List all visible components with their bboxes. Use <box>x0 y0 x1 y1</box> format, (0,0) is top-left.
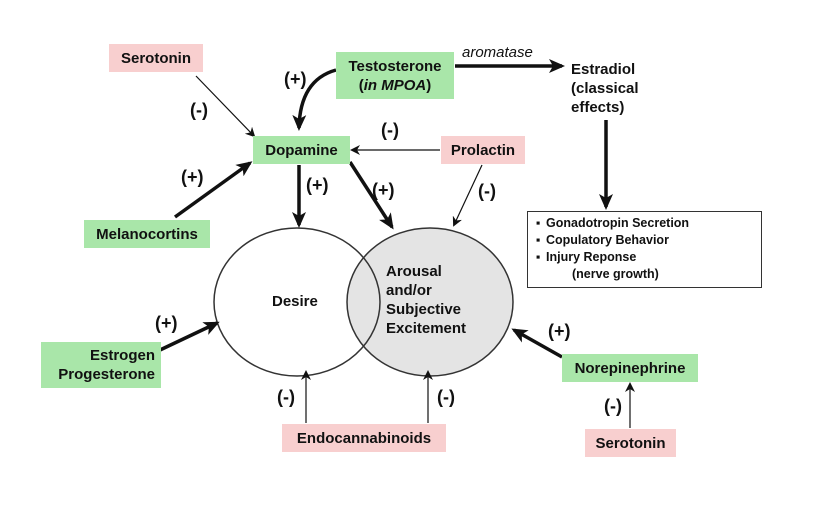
sign-endocannabinoids-desire: (-) <box>277 387 295 407</box>
effect-injury: Injury Reponse <box>546 250 637 264</box>
arrow-testosterone-dopamine <box>292 68 337 131</box>
effect-copulatory: Copulatory Behavior <box>546 233 669 247</box>
effect-item: ▪ Gonadotropin Secretion <box>536 215 753 232</box>
sign-serotonin-dopamine: (-) <box>190 100 208 120</box>
norepinephrine-label: Norepinephrine <box>574 359 686 377</box>
sign-norepinephrine-arousal: (+) <box>548 321 571 341</box>
arousal-label: Arousal and/or Subjective Excitement <box>386 262 466 338</box>
bullet-icon: ▪ <box>536 233 541 247</box>
dopamine-label: Dopamine <box>265 141 338 159</box>
arrow-melanocortins-dopamine <box>173 161 253 219</box>
sign-dopamine-arousal: (+) <box>372 180 395 200</box>
paren-close: ) <box>426 76 432 94</box>
prolactin-box: Prolactin <box>441 136 525 164</box>
desire-circle <box>213 227 381 377</box>
melanocortins-label: Melanocortins <box>96 225 198 243</box>
arrow-serotonin-dopamine <box>195 75 256 138</box>
endocannabinoids-box: Endocannabinoids <box>282 424 446 452</box>
arousal-line4: Excitement <box>386 320 467 337</box>
estradiol-label: Estradiol (classical effects) <box>571 60 639 117</box>
sign-testosterone-dopamine: (+) <box>284 69 307 89</box>
estradiol-effects-list: ▪ Gonadotropin Secretion ▪ Copulatory Beha… <box>527 211 762 288</box>
effect-item: ▪ Injury Reponse <box>536 249 753 266</box>
estradiol-line2: (classical <box>571 80 639 97</box>
estradiol-line1: Estradiol <box>571 61 636 78</box>
effect-injury-detail: (nerve growth) <box>572 267 659 281</box>
testosterone-site: (in MPOA) <box>359 76 432 95</box>
prolactin-label: Prolactin <box>450 141 516 159</box>
effect-gonadotropin: Gonadotropin Secretion <box>546 216 690 230</box>
sign-estrogen-desire: (+) <box>155 313 178 333</box>
serotonin-bottom-box: Serotonin <box>585 429 676 457</box>
bullet-icon: ▪ <box>536 250 541 264</box>
desire-label: Desire <box>272 293 318 310</box>
paren-open: ( <box>358 76 364 94</box>
dopamine-box: Dopamine <box>253 136 350 164</box>
effect-item: ▪ Copulatory Behavior <box>536 232 753 249</box>
testosterone-box: Testosterone (in MPOA) <box>336 52 454 99</box>
mpoa-label: in MPOA <box>363 76 427 94</box>
arrow-estrogen-desire <box>159 321 220 352</box>
arrow-prolactin-arousal <box>452 164 483 227</box>
sign-melanocortins-dopamine: (+) <box>181 167 204 187</box>
sign-serotonin-norepinephrine: (-) <box>604 396 622 416</box>
arrow-dopamine-arousal <box>348 161 394 230</box>
serotonin-top-box: Serotonin <box>109 44 203 72</box>
progesterone-label: Progesterone <box>58 366 155 383</box>
sign-dopamine-desire: (+) <box>306 175 329 195</box>
estrogen-progesterone-box: Estrogen Progesterone <box>41 342 161 388</box>
melanocortins-box: Melanocortins <box>84 220 210 248</box>
estradiol-line3: effects) <box>571 99 625 116</box>
serotonin-top-label: Serotonin <box>121 49 191 67</box>
arousal-line2: and/or <box>386 282 432 299</box>
arousal-line3: Subjective <box>386 301 462 318</box>
bullet-icon: ▪ <box>536 216 541 230</box>
arrow-norepinephrine-arousal <box>511 328 563 359</box>
aromatase-label: aromatase <box>462 44 533 61</box>
sign-prolactin-dopamine: (-) <box>381 120 399 140</box>
norepinephrine-box: Norepinephrine <box>562 354 698 382</box>
estrogen-label: Estrogen <box>89 347 155 364</box>
endocannabinoids-label: Endocannabinoids <box>296 429 432 447</box>
arousal-line1: Arousal <box>386 263 442 280</box>
sign-prolactin-arousal: (-) <box>478 181 496 201</box>
serotonin-bottom-label: Serotonin <box>595 434 666 452</box>
sign-endocannabinoids-arousal: (-) <box>437 387 455 407</box>
testosterone-label: Testosterone <box>348 57 442 75</box>
